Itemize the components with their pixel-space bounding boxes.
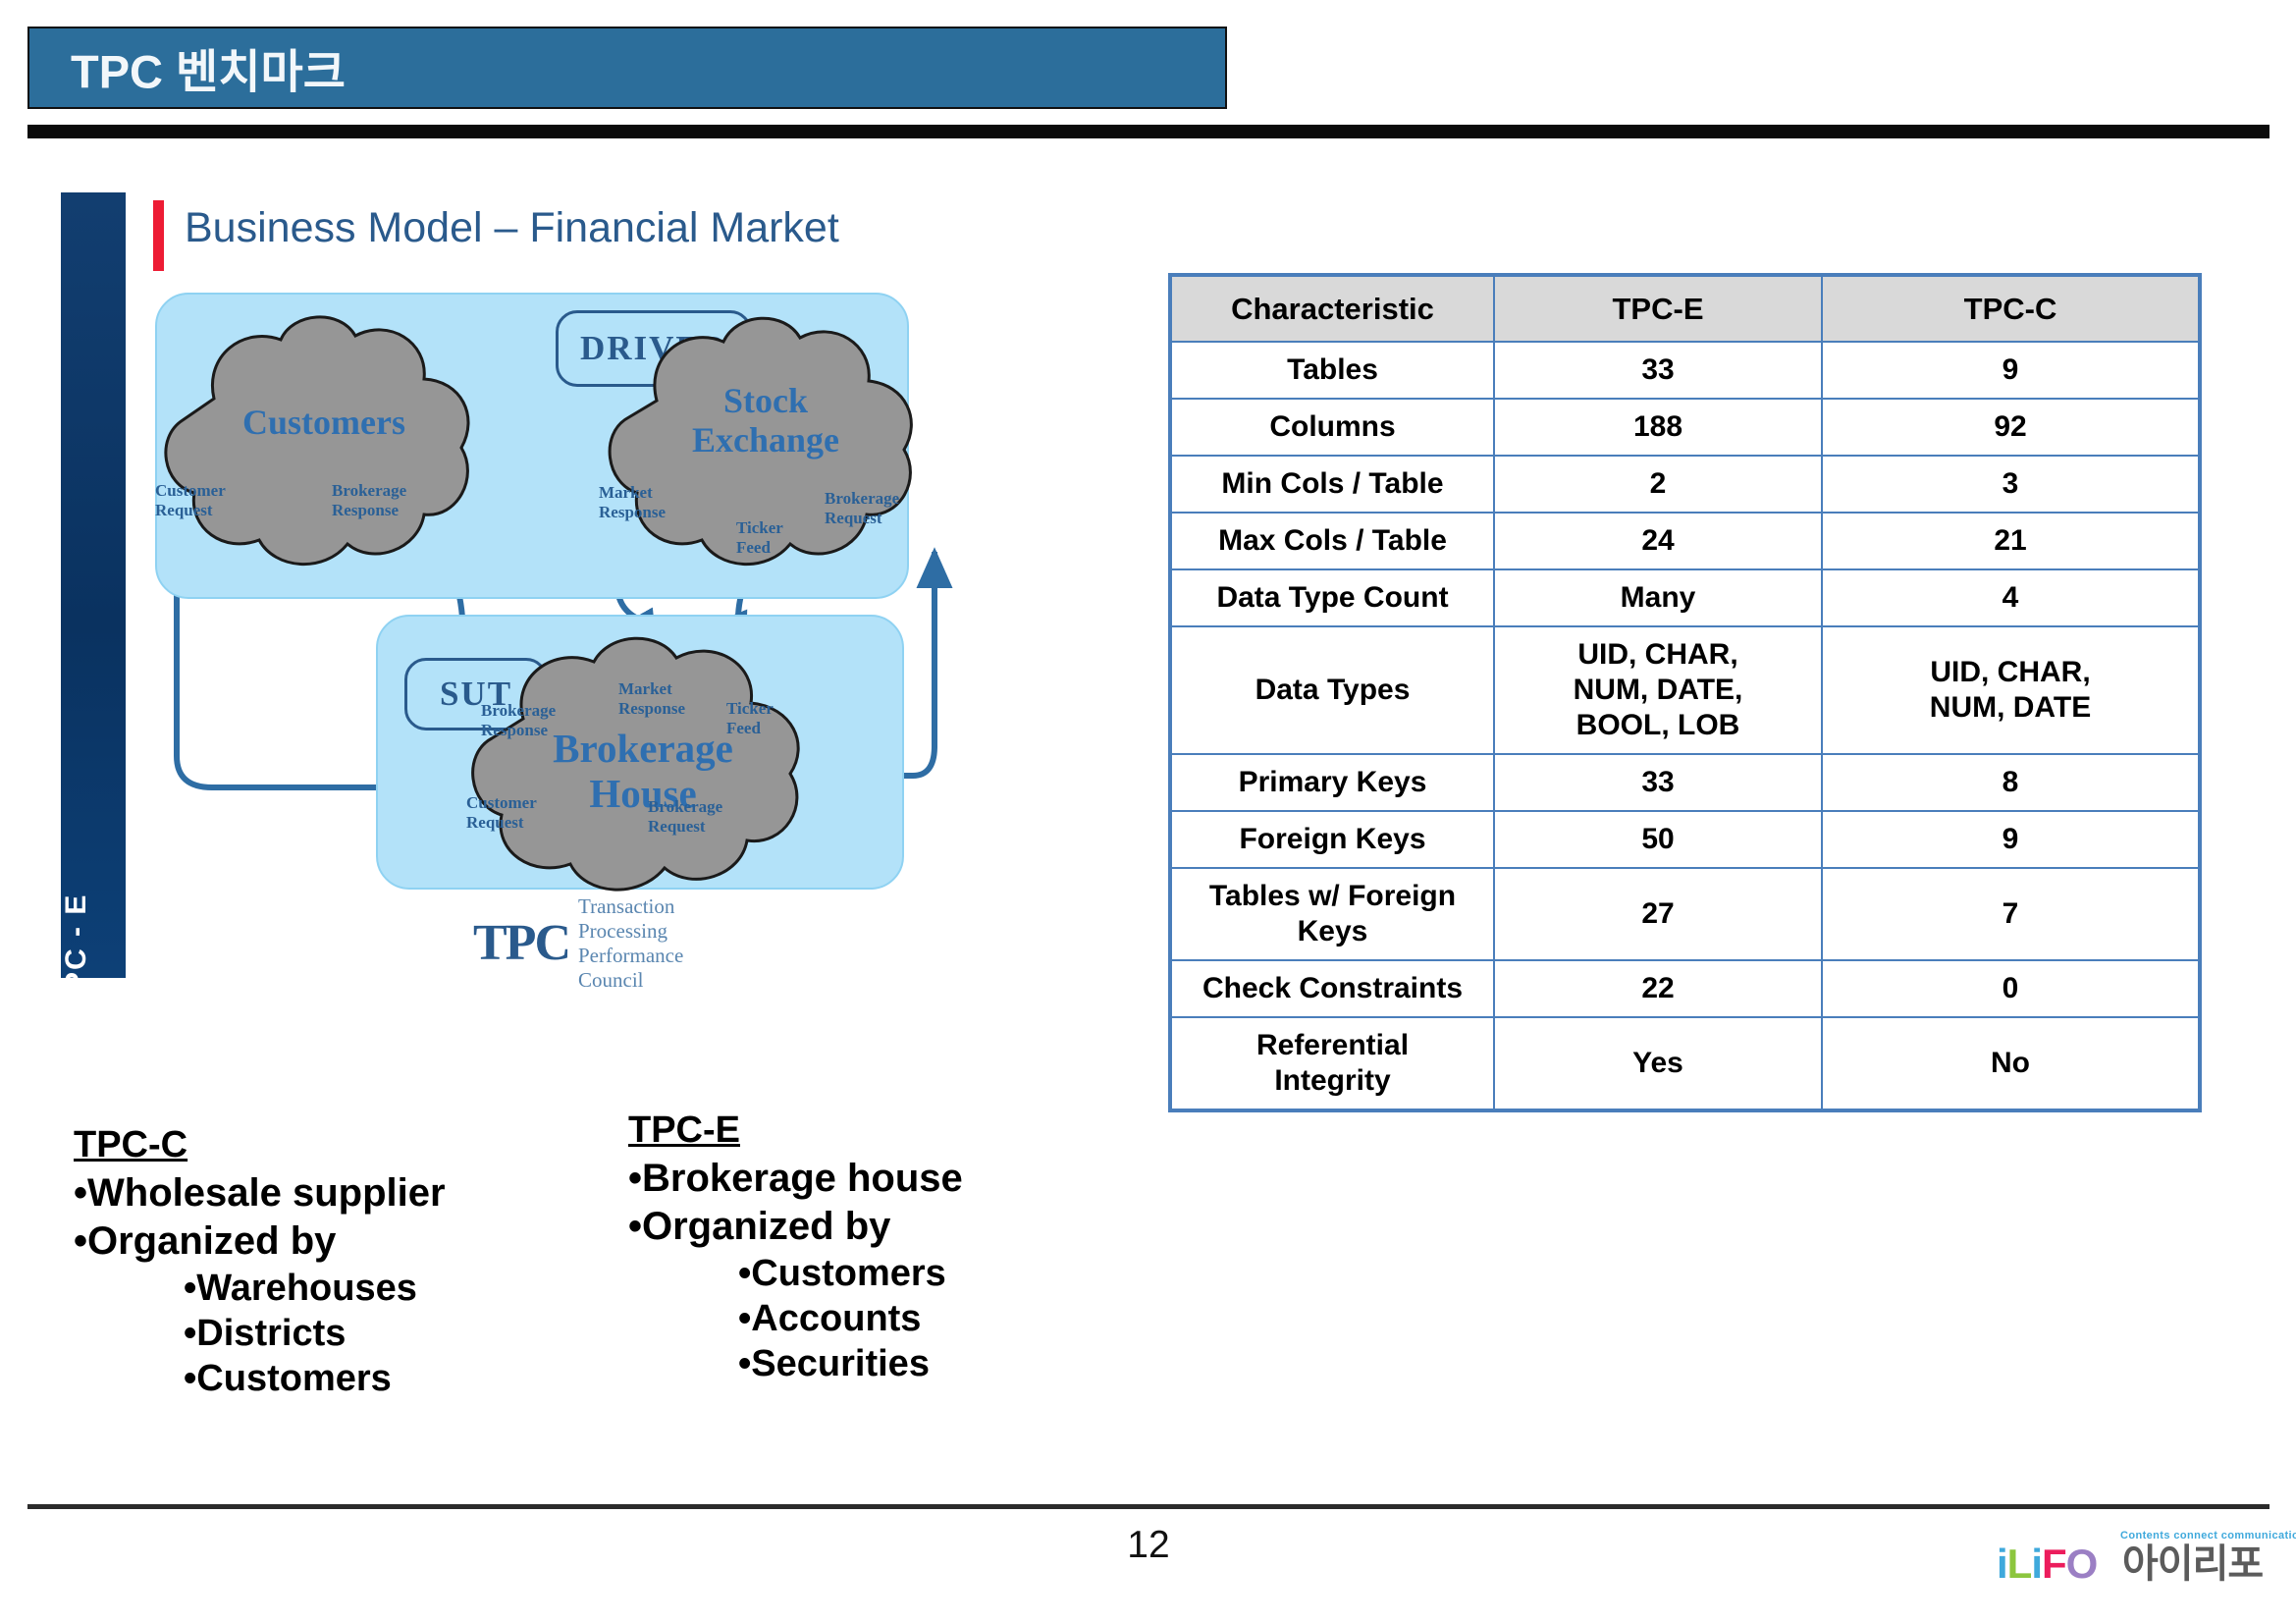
tpce-bullet-2: •Organized by	[628, 1204, 891, 1248]
cell-tpcc: UID, CHAR,NUM, DATE	[1821, 625, 2201, 756]
row-label: Columns	[1169, 398, 1495, 458]
cell-tpcc: 0	[1821, 959, 2201, 1019]
brokerage-house-cloud-icon	[471, 636, 800, 892]
cell-tpcc: 9	[1821, 341, 2201, 401]
cell-tpcc: No	[1821, 1016, 2201, 1112]
tpcc-subbullet-3: •Customers	[184, 1358, 392, 1400]
cell-tpce: 33	[1493, 753, 1823, 813]
cell-tpce: UID, CHAR,NUM, DATE,BOOL, LOB	[1493, 625, 1823, 756]
tpce-bullet-1: •Brokerage house	[628, 1157, 963, 1200]
tpc-logo-line1: Transaction Processing	[578, 894, 675, 944]
column-header-characteristic: Characteristic	[1169, 273, 1495, 344]
header-divider	[27, 125, 2269, 138]
tpcc-bullet-block: TPC-C •Wholesale supplier •Organized by …	[74, 1124, 604, 1402]
cell-tpce: Many	[1493, 568, 1823, 628]
row-label: Max Cols / Table	[1169, 512, 1495, 571]
cell-tpcc: 8	[1821, 753, 2201, 813]
tpcc-subbullet-2: •Districts	[184, 1312, 347, 1354]
cell-tpce: 188	[1493, 398, 1823, 458]
brand-wordmark: iLiFO	[1997, 1541, 2098, 1587]
section-accent-bar	[153, 200, 164, 271]
row-label: Data Types	[1169, 625, 1495, 756]
footer-divider	[27, 1504, 2269, 1509]
page-title: TPC 벤치마크	[71, 45, 347, 98]
tpce-bullet-block: TPC-E •Brokerage house •Organized by •Cu…	[628, 1109, 1139, 1387]
row-label: Primary Keys	[1169, 753, 1495, 813]
sidebar-vertical-tab: TPC - E	[60, 192, 126, 1011]
brand-korean-name: 아이리포	[2122, 1542, 2264, 1586]
tpcc-subbullet-1: •Warehouses	[184, 1267, 417, 1309]
tpcc-bullet-1: •Wholesale supplier	[74, 1171, 446, 1215]
cell-tpce: 24	[1493, 512, 1823, 571]
brand-tagline: Contents connect communications!	[2120, 1530, 2296, 1542]
column-header-tpcc: TPC-C	[1821, 273, 2201, 344]
page-number: 12	[1127, 1524, 1170, 1566]
cell-tpce: 33	[1493, 341, 1823, 401]
row-label: Data Type Count	[1169, 568, 1495, 628]
row-label: Min Cols / Table	[1169, 455, 1495, 514]
cell-tpce: 27	[1493, 867, 1823, 962]
customers-cloud-icon	[164, 315, 470, 566]
tpc-logo: TPC Transaction Processing Performance C…	[473, 894, 699, 991]
tpce-heading: TPC-E	[628, 1109, 740, 1151]
header-banner: TPC 벤치마크	[27, 27, 1227, 109]
tpcc-bullet-2: •Organized by	[74, 1218, 337, 1263]
sut-badge: SUT	[404, 658, 548, 730]
cell-tpce: 2	[1493, 455, 1823, 514]
row-label: Check Constraints	[1169, 959, 1495, 1019]
stock-exchange-cloud-icon	[608, 316, 913, 566]
cell-tpce: Yes	[1493, 1016, 1823, 1112]
cell-tpcc: 7	[1821, 867, 2201, 962]
tpc-logo-words: Transaction Processing Performance Counc…	[578, 894, 699, 992]
tpce-subbullet-2: •Accounts	[738, 1297, 922, 1339]
tpc-logo-mark: TPC	[473, 915, 571, 971]
cell-tpce: 22	[1493, 959, 1823, 1019]
tpce-subbullet-3: •Securities	[738, 1343, 930, 1385]
cell-tpcc: 3	[1821, 455, 2201, 514]
cell-tpce: 50	[1493, 810, 1823, 870]
ilifo-brand-logo: Contents connect communications! iLiFO 아…	[1997, 1528, 2296, 1602]
tpcc-heading: TPC-C	[74, 1124, 188, 1165]
diagram-heading: Business Model – Financial Market	[185, 204, 839, 251]
cell-tpcc: 4	[1821, 568, 2201, 628]
column-header-tpce: TPC-E	[1493, 273, 1823, 344]
row-label: Tables	[1169, 341, 1495, 401]
tpc-logo-line2: Performance Council	[578, 944, 684, 992]
tpce-subbullet-1: •Customers	[738, 1252, 946, 1294]
row-label: Foreign Keys	[1169, 810, 1495, 870]
cell-tpcc: 21	[1821, 512, 2201, 571]
cell-tpcc: 92	[1821, 398, 2201, 458]
table-header-row: Characteristic TPC-E TPC-C	[1169, 273, 2201, 344]
cell-tpcc: 9	[1821, 810, 2201, 870]
sidebar-vertical-tab-label: TPC - E	[60, 893, 92, 1012]
